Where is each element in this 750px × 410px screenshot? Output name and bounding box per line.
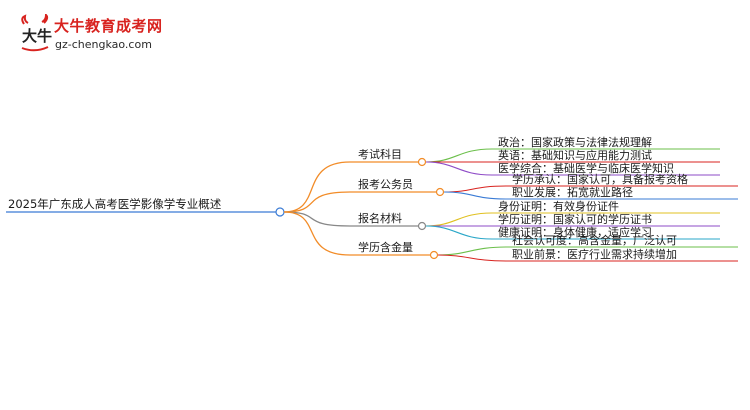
branch-node <box>417 221 427 231</box>
branch-1: 考试科目 政治：国家政策与法律法规理解英语：基础知识与应用能力测试医学综合：基础医… <box>283 135 720 213</box>
branch-label: 考试科目 <box>358 147 402 161</box>
leaf-connector <box>437 254 507 262</box>
leaf-connector <box>443 185 507 193</box>
branch-node <box>417 157 427 167</box>
branch-connector <box>283 191 351 213</box>
branch-label: 报考公务员 <box>358 177 413 191</box>
brand-logo[interactable]: 大牛 大牛教育成考网 gz-chengkao.com <box>18 14 178 58</box>
branch-connector <box>283 211 351 256</box>
branch-label: 报名材料 <box>358 211 402 225</box>
leaf-label: 身份证明：有效身份证件 <box>498 199 619 213</box>
leaf-label: 职业发展：拓宽就业路径 <box>512 185 633 199</box>
site-domain: gz-chengkao.com <box>55 38 152 51</box>
leaf-connector <box>425 212 493 227</box>
branch-node <box>429 250 439 260</box>
leaf-connector <box>443 191 507 200</box>
leaf-label: 职业前景：医疗行业需求持续增加 <box>512 247 677 261</box>
root-node <box>275 207 285 217</box>
leaf-label: 学历承认：国家认可，具备报考资格 <box>512 172 688 186</box>
root-topic: 2025年广东成人高考医学影像学专业概述 <box>8 197 222 211</box>
leaf-label: 健康证明：身体健康，适应学习 <box>498 225 652 239</box>
leaf-connector <box>437 246 507 256</box>
branch-node <box>435 187 445 197</box>
leaf-connector <box>425 161 493 176</box>
leaf-label: 医学综合：基础医学与临床医学知识 <box>498 161 674 175</box>
branch-connector <box>283 161 351 213</box>
leaf-connector <box>425 225 493 240</box>
logo-glyph: 大牛 <box>22 27 52 45</box>
branch-connector <box>283 211 351 227</box>
bull-logo-icon: 大牛 <box>21 14 52 52</box>
site-name: 大牛教育成考网 <box>54 17 163 35</box>
leaf-label: 政治：国家政策与法律法规理解 <box>498 135 652 149</box>
leaf-label: 社会认可度：高含金量，广泛认可 <box>512 233 677 247</box>
branch-3: 报名材料 身份证明：有效身份证件学历证明：国家认可的学历证书健康证明：身体健康，适… <box>283 199 720 240</box>
branch-label: 学历含金量 <box>358 240 413 254</box>
leaf-label: 英语：基础知识与应用能力测试 <box>498 148 652 162</box>
leaf-label: 学历证明：国家认可的学历证书 <box>498 212 652 226</box>
leaf-connector <box>425 148 493 163</box>
